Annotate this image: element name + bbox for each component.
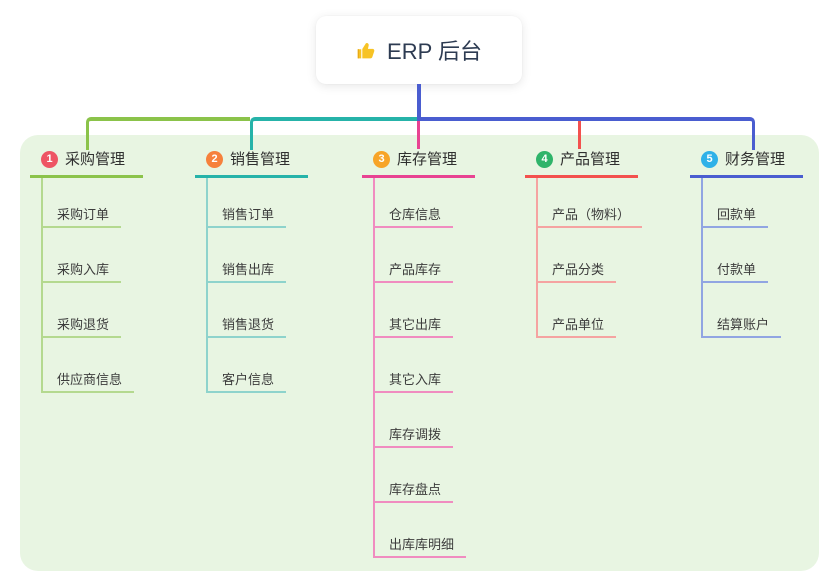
- child-node[interactable]: 结算账户: [701, 306, 782, 338]
- child-node[interactable]: 客户信息: [206, 361, 287, 393]
- children-connector-line: [536, 178, 538, 338]
- children-connector-line: [206, 178, 208, 393]
- branch-underline: [362, 175, 475, 178]
- child-node[interactable]: 库存盘点: [373, 471, 454, 503]
- branch-underline: [525, 175, 638, 178]
- branch-title: 库存管理: [397, 151, 458, 168]
- thumbs-up-icon: [356, 40, 377, 61]
- child-node[interactable]: 采购入库: [41, 251, 122, 283]
- branch-title: 财务管理: [725, 151, 786, 168]
- branch-underline: [30, 175, 143, 178]
- branch-title: 销售管理: [230, 151, 291, 168]
- branch-underline: [690, 175, 803, 178]
- child-node[interactable]: 采购订单: [41, 196, 122, 228]
- root-label: ERP 后台: [387, 39, 482, 64]
- root-node[interactable]: ERP 后台: [316, 16, 522, 84]
- child-node[interactable]: 产品（物料）: [536, 196, 643, 228]
- branch-title: 采购管理: [65, 151, 126, 168]
- child-node[interactable]: 产品单位: [536, 306, 617, 338]
- child-node[interactable]: 仓库信息: [373, 196, 454, 228]
- branch-node-4[interactable]: 4 产品管理: [536, 150, 620, 169]
- connector-branch-4: [578, 121, 581, 149]
- child-node[interactable]: 销售退货: [206, 306, 287, 338]
- child-node[interactable]: 销售订单: [206, 196, 287, 228]
- branch-node-3[interactable]: 3 库存管理: [373, 150, 457, 169]
- connector-branch-2: [250, 117, 419, 150]
- child-node[interactable]: 库存调拨: [373, 416, 454, 448]
- child-node[interactable]: 供应商信息: [41, 361, 135, 393]
- child-node[interactable]: 付款单: [701, 251, 769, 283]
- connector-branch-1: [86, 117, 250, 150]
- branch-number-badge: 3: [373, 151, 390, 168]
- branch-node-5[interactable]: 5 财务管理: [701, 150, 785, 169]
- child-node[interactable]: 其它出库: [373, 306, 454, 338]
- branches-panel: [20, 135, 819, 571]
- children-connector-line: [41, 178, 43, 393]
- branch-number-badge: 1: [41, 151, 58, 168]
- children-connector-line: [701, 178, 703, 338]
- child-node[interactable]: 采购退货: [41, 306, 122, 338]
- branch-number-badge: 2: [206, 151, 223, 168]
- connector-root-stem: [417, 84, 421, 121]
- child-node[interactable]: 其它入库: [373, 361, 454, 393]
- child-node[interactable]: 产品库存: [373, 251, 454, 283]
- child-node[interactable]: 销售出库: [206, 251, 287, 283]
- child-node[interactable]: 出库库明细: [373, 526, 467, 558]
- branch-node-1[interactable]: 1 采购管理: [41, 150, 125, 169]
- branch-title: 产品管理: [560, 151, 621, 168]
- child-node[interactable]: 回款单: [701, 196, 769, 228]
- connector-branch-5: [417, 117, 755, 150]
- connector-branch-3: [417, 121, 420, 149]
- child-node[interactable]: 产品分类: [536, 251, 617, 283]
- branch-number-badge: 5: [701, 151, 718, 168]
- branch-node-2[interactable]: 2 销售管理: [206, 150, 290, 169]
- branch-underline: [195, 175, 308, 178]
- children-connector-line: [373, 178, 375, 558]
- branch-number-badge: 4: [536, 151, 553, 168]
